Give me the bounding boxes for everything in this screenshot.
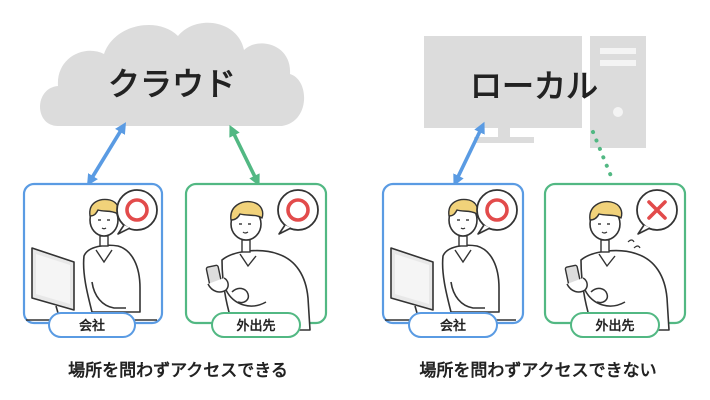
panel-label-pill xyxy=(408,312,498,338)
panel-label-pill xyxy=(48,312,136,338)
local-heading: ローカル xyxy=(470,67,598,105)
circle-ok-icon xyxy=(125,198,149,222)
remote-label: 外出先 xyxy=(594,318,634,334)
cross-ng-icon xyxy=(647,200,667,220)
cloud-section: クラウド xyxy=(40,22,305,126)
speech-bubble xyxy=(116,189,158,235)
desktop-pc-icon xyxy=(424,36,646,148)
panel-label-pill xyxy=(211,312,301,338)
cloud-caption: 場所を問わずアクセスできる xyxy=(68,361,288,381)
local-remote-dotted-link xyxy=(591,130,615,183)
local-remote-panel: 外出先 xyxy=(543,182,687,338)
local-caption: 場所を問わずアクセスできない xyxy=(419,361,657,381)
cloud-office-arrow xyxy=(86,122,127,186)
speech-bubble xyxy=(636,189,678,235)
speech-bubble xyxy=(476,189,518,235)
local-office-panel: 会社 xyxy=(381,182,525,338)
local-office-arrow xyxy=(453,121,485,187)
cloud-shape xyxy=(40,22,305,126)
circle-ok-icon xyxy=(485,198,509,222)
remote-label: 外出先 xyxy=(235,318,275,334)
cloud-remote-arrow xyxy=(229,124,260,187)
circle-ok-icon xyxy=(286,198,310,222)
office-label: 会社 xyxy=(79,318,105,334)
office-label: 会社 xyxy=(440,318,466,334)
confused-marks xyxy=(627,239,641,249)
local-section: ローカル xyxy=(424,36,646,148)
cloud-office-panel: 会社 xyxy=(22,182,164,338)
cloud-heading: クラウド xyxy=(108,65,236,103)
cloud-remote-panel: 外出先 xyxy=(184,182,328,338)
panel-label-pill xyxy=(570,312,660,338)
speech-bubble xyxy=(277,189,319,235)
